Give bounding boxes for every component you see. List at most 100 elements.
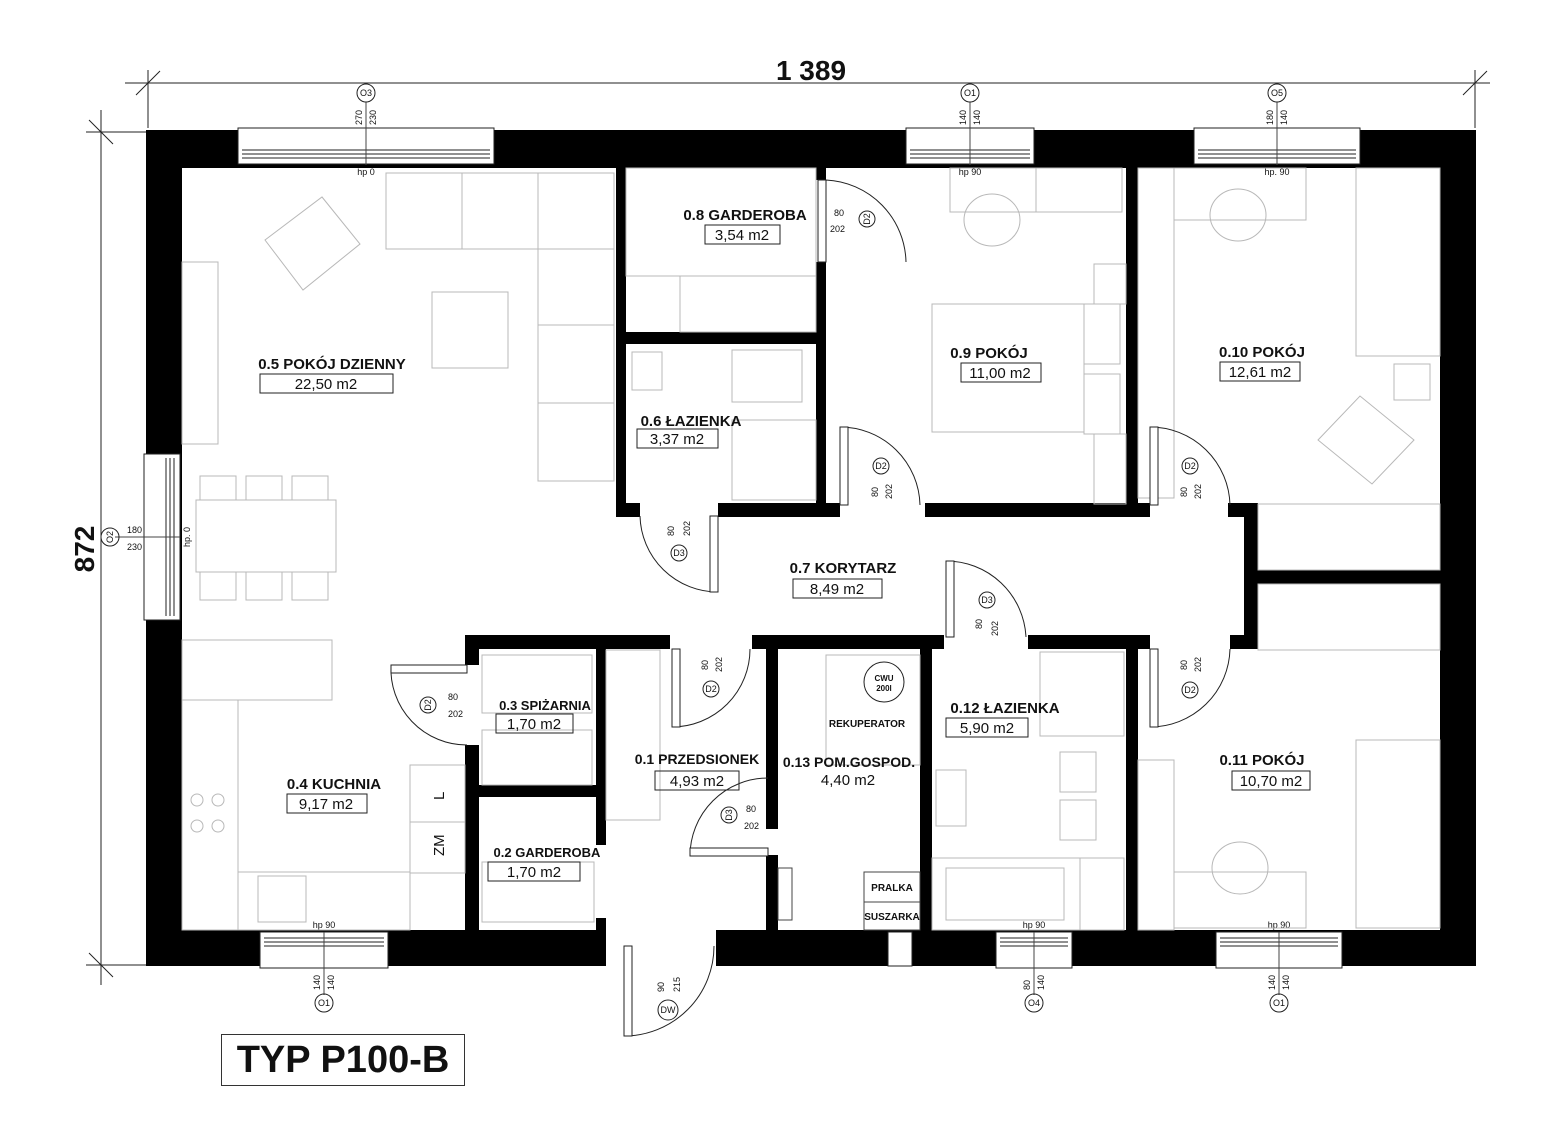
svg-text:0.1 PRZEDSIONEK: 0.1 PRZEDSIONEK: [635, 751, 759, 767]
window-o1-kitchen: O1 140 140 hp 90: [259, 920, 389, 1013]
room-label-0-13: 0.13 POM.GOSPOD. 4,40 m2: [783, 754, 915, 789]
svg-text:3,37 m2: 3,37 m2: [650, 431, 704, 448]
svg-text:1,70 m2: 1,70 m2: [507, 864, 561, 881]
svg-text:180: 180: [1265, 110, 1275, 125]
svg-text:0.9 POKÓJ: 0.9 POKÓJ: [950, 344, 1028, 362]
furniture: [181, 167, 1441, 931]
svg-text:D3: D3: [673, 548, 685, 558]
svg-text:0.2 GARDEROBA: 0.2 GARDEROBA: [494, 845, 602, 860]
room-label-0-11: 0.11 POKÓJ 10,70 m2: [1219, 751, 1311, 791]
svg-text:3,54 m2: 3,54 m2: [715, 227, 769, 244]
doors: D2 80 202 D2 80 202 D2 80 202 D3 80 202 …: [390, 179, 1231, 1037]
svg-text:202: 202: [682, 521, 692, 536]
svg-text:140: 140: [1281, 975, 1291, 990]
window-o4: O4 80 140 hp 90: [995, 920, 1073, 1013]
svg-text:202: 202: [990, 621, 1000, 636]
svg-text:D2: D2: [705, 684, 717, 694]
window-o3: O3 270 230 hp 0: [237, 83, 495, 177]
svg-text:hp 90: hp 90: [1268, 920, 1291, 930]
svg-text:202: 202: [714, 657, 724, 672]
window-tag: O1: [318, 998, 330, 1008]
svg-text:hp 90: hp 90: [313, 920, 336, 930]
svg-text:80: 80: [666, 526, 676, 536]
window-tag: O1: [964, 88, 976, 98]
svg-text:202: 202: [884, 484, 894, 499]
equipment-labels: CWU 200l REKUPERATOR PRALKA SUSZARKA L Z…: [431, 674, 920, 923]
svg-text:80: 80: [974, 619, 984, 629]
svg-text:0.3 SPIŻARNIA: 0.3 SPIŻARNIA: [499, 698, 591, 713]
window-o1-top: O1 140 140 hp 90: [905, 83, 1035, 177]
type-label: TYP P100-B: [236, 1038, 450, 1081]
svg-text:140: 140: [958, 110, 968, 125]
svg-text:140: 140: [326, 975, 336, 990]
rekuperator-label: REKUPERATOR: [829, 719, 906, 730]
room-label-0-4: 0.4 KUCHNIA 9,17 m2: [286, 776, 381, 814]
svg-text:0.12 ŁAZIENKA: 0.12 ŁAZIENKA: [950, 700, 1059, 717]
svg-text:hp. 0: hp. 0: [182, 527, 192, 547]
svg-text:0.7 KORYTARZ: 0.7 KORYTARZ: [790, 560, 897, 577]
window-tag: O1: [1273, 998, 1285, 1008]
svg-text:22,50 m2: 22,50 m2: [295, 376, 358, 393]
svg-text:80: 80: [746, 804, 756, 814]
svg-text:202: 202: [744, 821, 759, 831]
svg-text:202: 202: [1193, 657, 1203, 672]
svg-text:hp. 90: hp. 90: [1264, 167, 1289, 177]
svg-text:80: 80: [870, 487, 880, 497]
pralka-label: PRALKA: [871, 883, 913, 894]
window-tag: O2: [105, 531, 115, 543]
svg-text:5,90 m2: 5,90 m2: [960, 720, 1014, 737]
room-label-0-3: 0.3 SPIŻARNIA 1,70 m2: [495, 698, 591, 734]
svg-text:D2: D2: [862, 213, 872, 225]
svg-text:80: 80: [1022, 980, 1032, 990]
room-label-0-8: 0.8 GARDEROBA 3,54 m2: [683, 207, 807, 245]
svg-text:230: 230: [368, 110, 378, 125]
room-label-0-1: 0.1 PRZEDSIONEK 4,93 m2: [635, 751, 759, 791]
room-label-0-10: 0.10 POKÓJ 12,61 m2: [1219, 343, 1305, 382]
width-dimension-label: 1 389: [776, 55, 846, 86]
fridge-label: L: [431, 792, 448, 800]
svg-text:12,61 m2: 12,61 m2: [1229, 364, 1292, 381]
svg-text:230: 230: [127, 542, 142, 552]
window-tag: O3: [360, 88, 372, 98]
svg-text:D2: D2: [1184, 461, 1196, 471]
svg-text:80: 80: [448, 692, 458, 702]
cwu-label: CWU: [874, 674, 893, 683]
svg-text:11,00 m2: 11,00 m2: [969, 365, 1030, 382]
svg-text:D3: D3: [724, 809, 734, 821]
room-label-0-9: 0.9 POKÓJ 11,00 m2: [950, 344, 1042, 383]
svg-text:0.13 POM.GOSPOD.: 0.13 POM.GOSPOD.: [783, 754, 915, 770]
svg-text:10,70 m2: 10,70 m2: [1240, 773, 1303, 790]
window-tag: O4: [1028, 998, 1040, 1008]
room-label-0-2: 0.2 GARDEROBA 1,70 m2: [487, 845, 602, 882]
svg-text:140: 140: [1279, 110, 1289, 125]
svg-text:140: 140: [1267, 975, 1277, 990]
window-tag: O5: [1271, 88, 1283, 98]
svg-text:215: 215: [672, 977, 682, 992]
dimension-height: 872: [69, 110, 146, 985]
svg-text:DW: DW: [661, 1005, 676, 1015]
svg-text:270: 270: [354, 110, 364, 125]
window-o2: O2 180 230 hp. 0: [100, 453, 192, 621]
svg-text:0.5 POKÓJ DZIENNY: 0.5 POKÓJ DZIENNY: [258, 355, 406, 373]
room-label-0-6: 0.6 ŁAZIENKA 3,37 m2: [636, 413, 742, 449]
svg-text:140: 140: [1036, 975, 1046, 990]
room-label-0-7: 0.7 KORYTARZ 8,49 m2: [790, 560, 897, 599]
height-dimension-label: 872: [69, 526, 100, 573]
svg-text:202: 202: [448, 709, 463, 719]
interior-walls: [465, 160, 1440, 967]
svg-text:D2: D2: [875, 461, 887, 471]
room-label-0-5: 0.5 POKÓJ DZIENNY 22,50 m2: [258, 355, 406, 394]
svg-text:180: 180: [127, 525, 142, 535]
type-label-box: TYP P100-B: [221, 1034, 465, 1086]
svg-text:9,17 m2: 9,17 m2: [299, 796, 353, 813]
svg-text:140: 140: [972, 110, 982, 125]
svg-text:8,49 m2: 8,49 m2: [810, 581, 864, 598]
svg-text:D2: D2: [1184, 685, 1196, 695]
svg-text:140: 140: [312, 975, 322, 990]
svg-text:hp 0: hp 0: [357, 167, 375, 177]
svg-text:D3: D3: [981, 595, 993, 605]
cwu-capacity: 200l: [876, 684, 892, 693]
svg-text:80: 80: [1179, 487, 1189, 497]
svg-text:202: 202: [1193, 484, 1203, 499]
